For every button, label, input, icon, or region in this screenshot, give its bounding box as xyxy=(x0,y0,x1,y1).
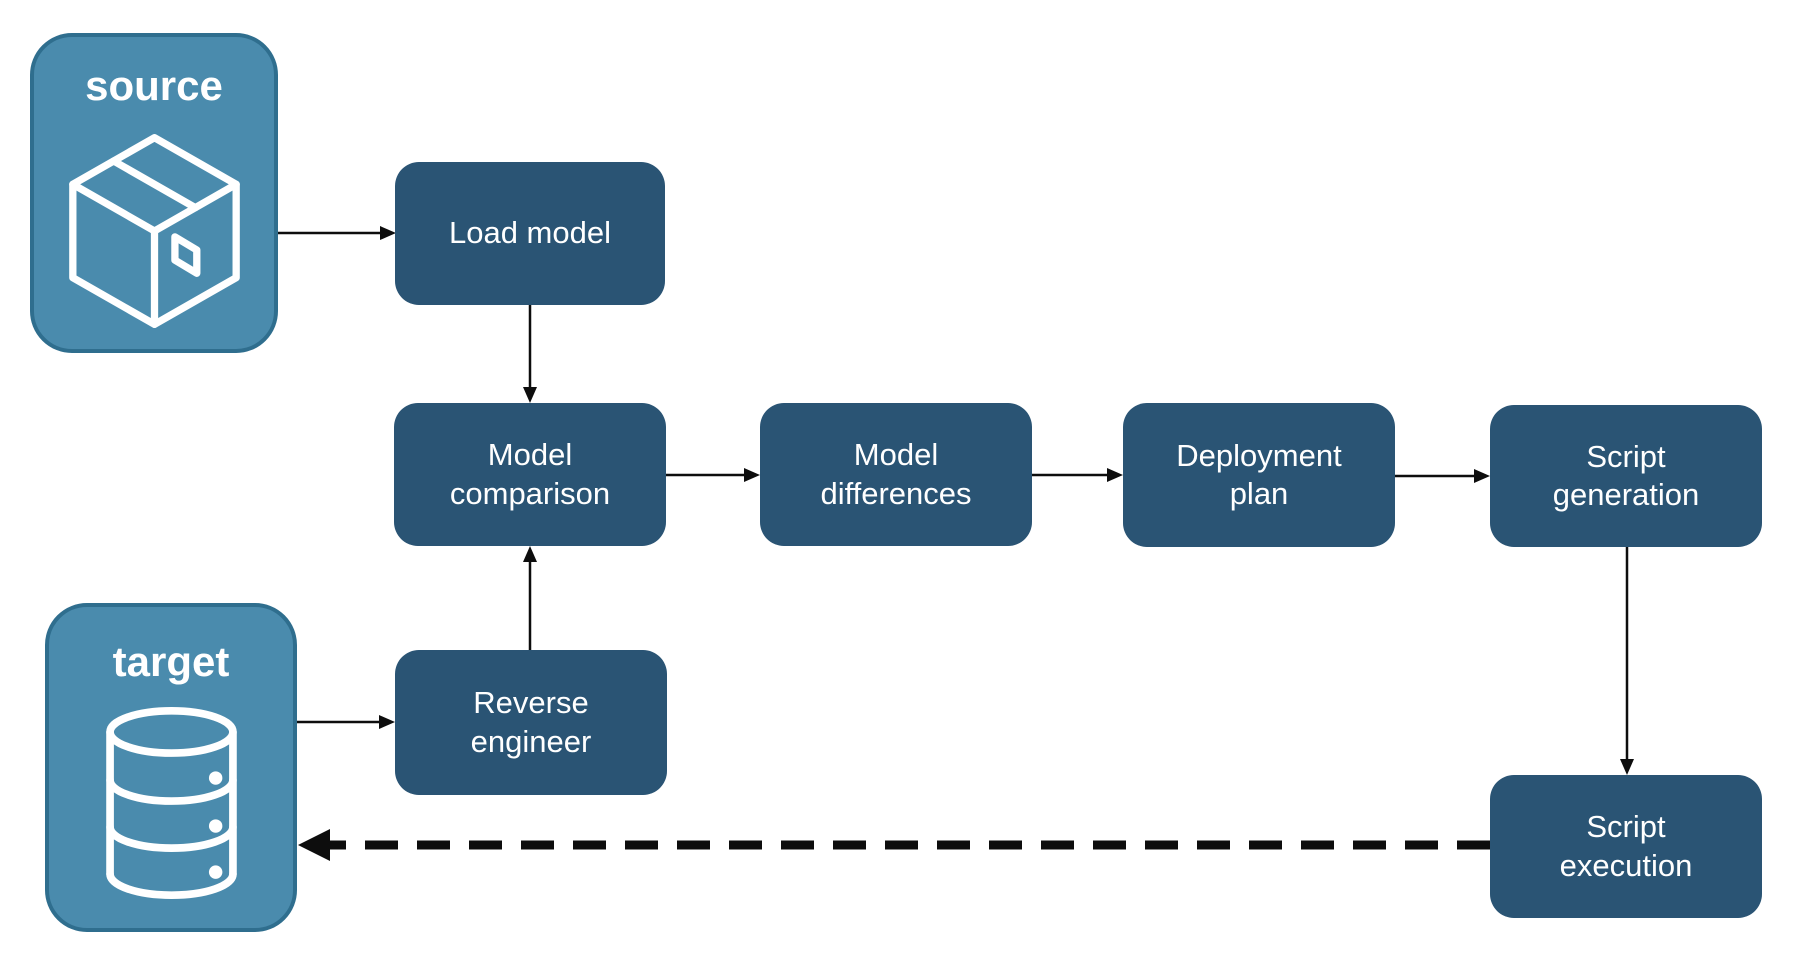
package-icon xyxy=(68,134,240,329)
node-label: Model comparison xyxy=(449,437,611,511)
edge-load-model-to-model-comparison xyxy=(523,305,537,403)
edge-script-execution-to-target xyxy=(298,829,1490,861)
edge-deployment-plan-to-script-generation xyxy=(1395,469,1490,483)
edge-reverse-engineer-to-model-comparison xyxy=(523,546,537,650)
node-load-model: Load model xyxy=(395,162,665,305)
source-label: source xyxy=(85,62,223,109)
node-model-comparison: Model comparison xyxy=(394,403,666,546)
node-source: source xyxy=(30,33,278,353)
node-script-execution: Script execution xyxy=(1490,775,1762,918)
node-target: target xyxy=(45,603,297,932)
edge-model-differences-to-deployment-plan xyxy=(1032,468,1123,482)
node-label: Deployment plan xyxy=(1176,437,1342,511)
node-label: Script execution xyxy=(1559,809,1693,883)
edge-script-generation-to-script-execution xyxy=(1620,547,1634,775)
edge-source-to-load-model xyxy=(278,226,396,240)
node-script-generation: Script generation xyxy=(1490,405,1762,547)
edge-model-comparison-to-model-differences xyxy=(666,468,760,482)
node-label: Model differences xyxy=(820,437,972,511)
node-label: Load model xyxy=(448,215,611,251)
node-model-differences: Model differences xyxy=(760,403,1032,546)
node-deployment-plan: Deployment plan xyxy=(1123,403,1395,547)
node-label: Reverse engineer xyxy=(470,685,592,759)
edge-target-to-reverse-engineer xyxy=(297,715,395,729)
target-label: target xyxy=(112,638,230,685)
node-label: Script generation xyxy=(1552,438,1700,512)
node-reverse-engineer: Reverse engineer xyxy=(395,650,667,795)
database-icon xyxy=(105,707,237,900)
